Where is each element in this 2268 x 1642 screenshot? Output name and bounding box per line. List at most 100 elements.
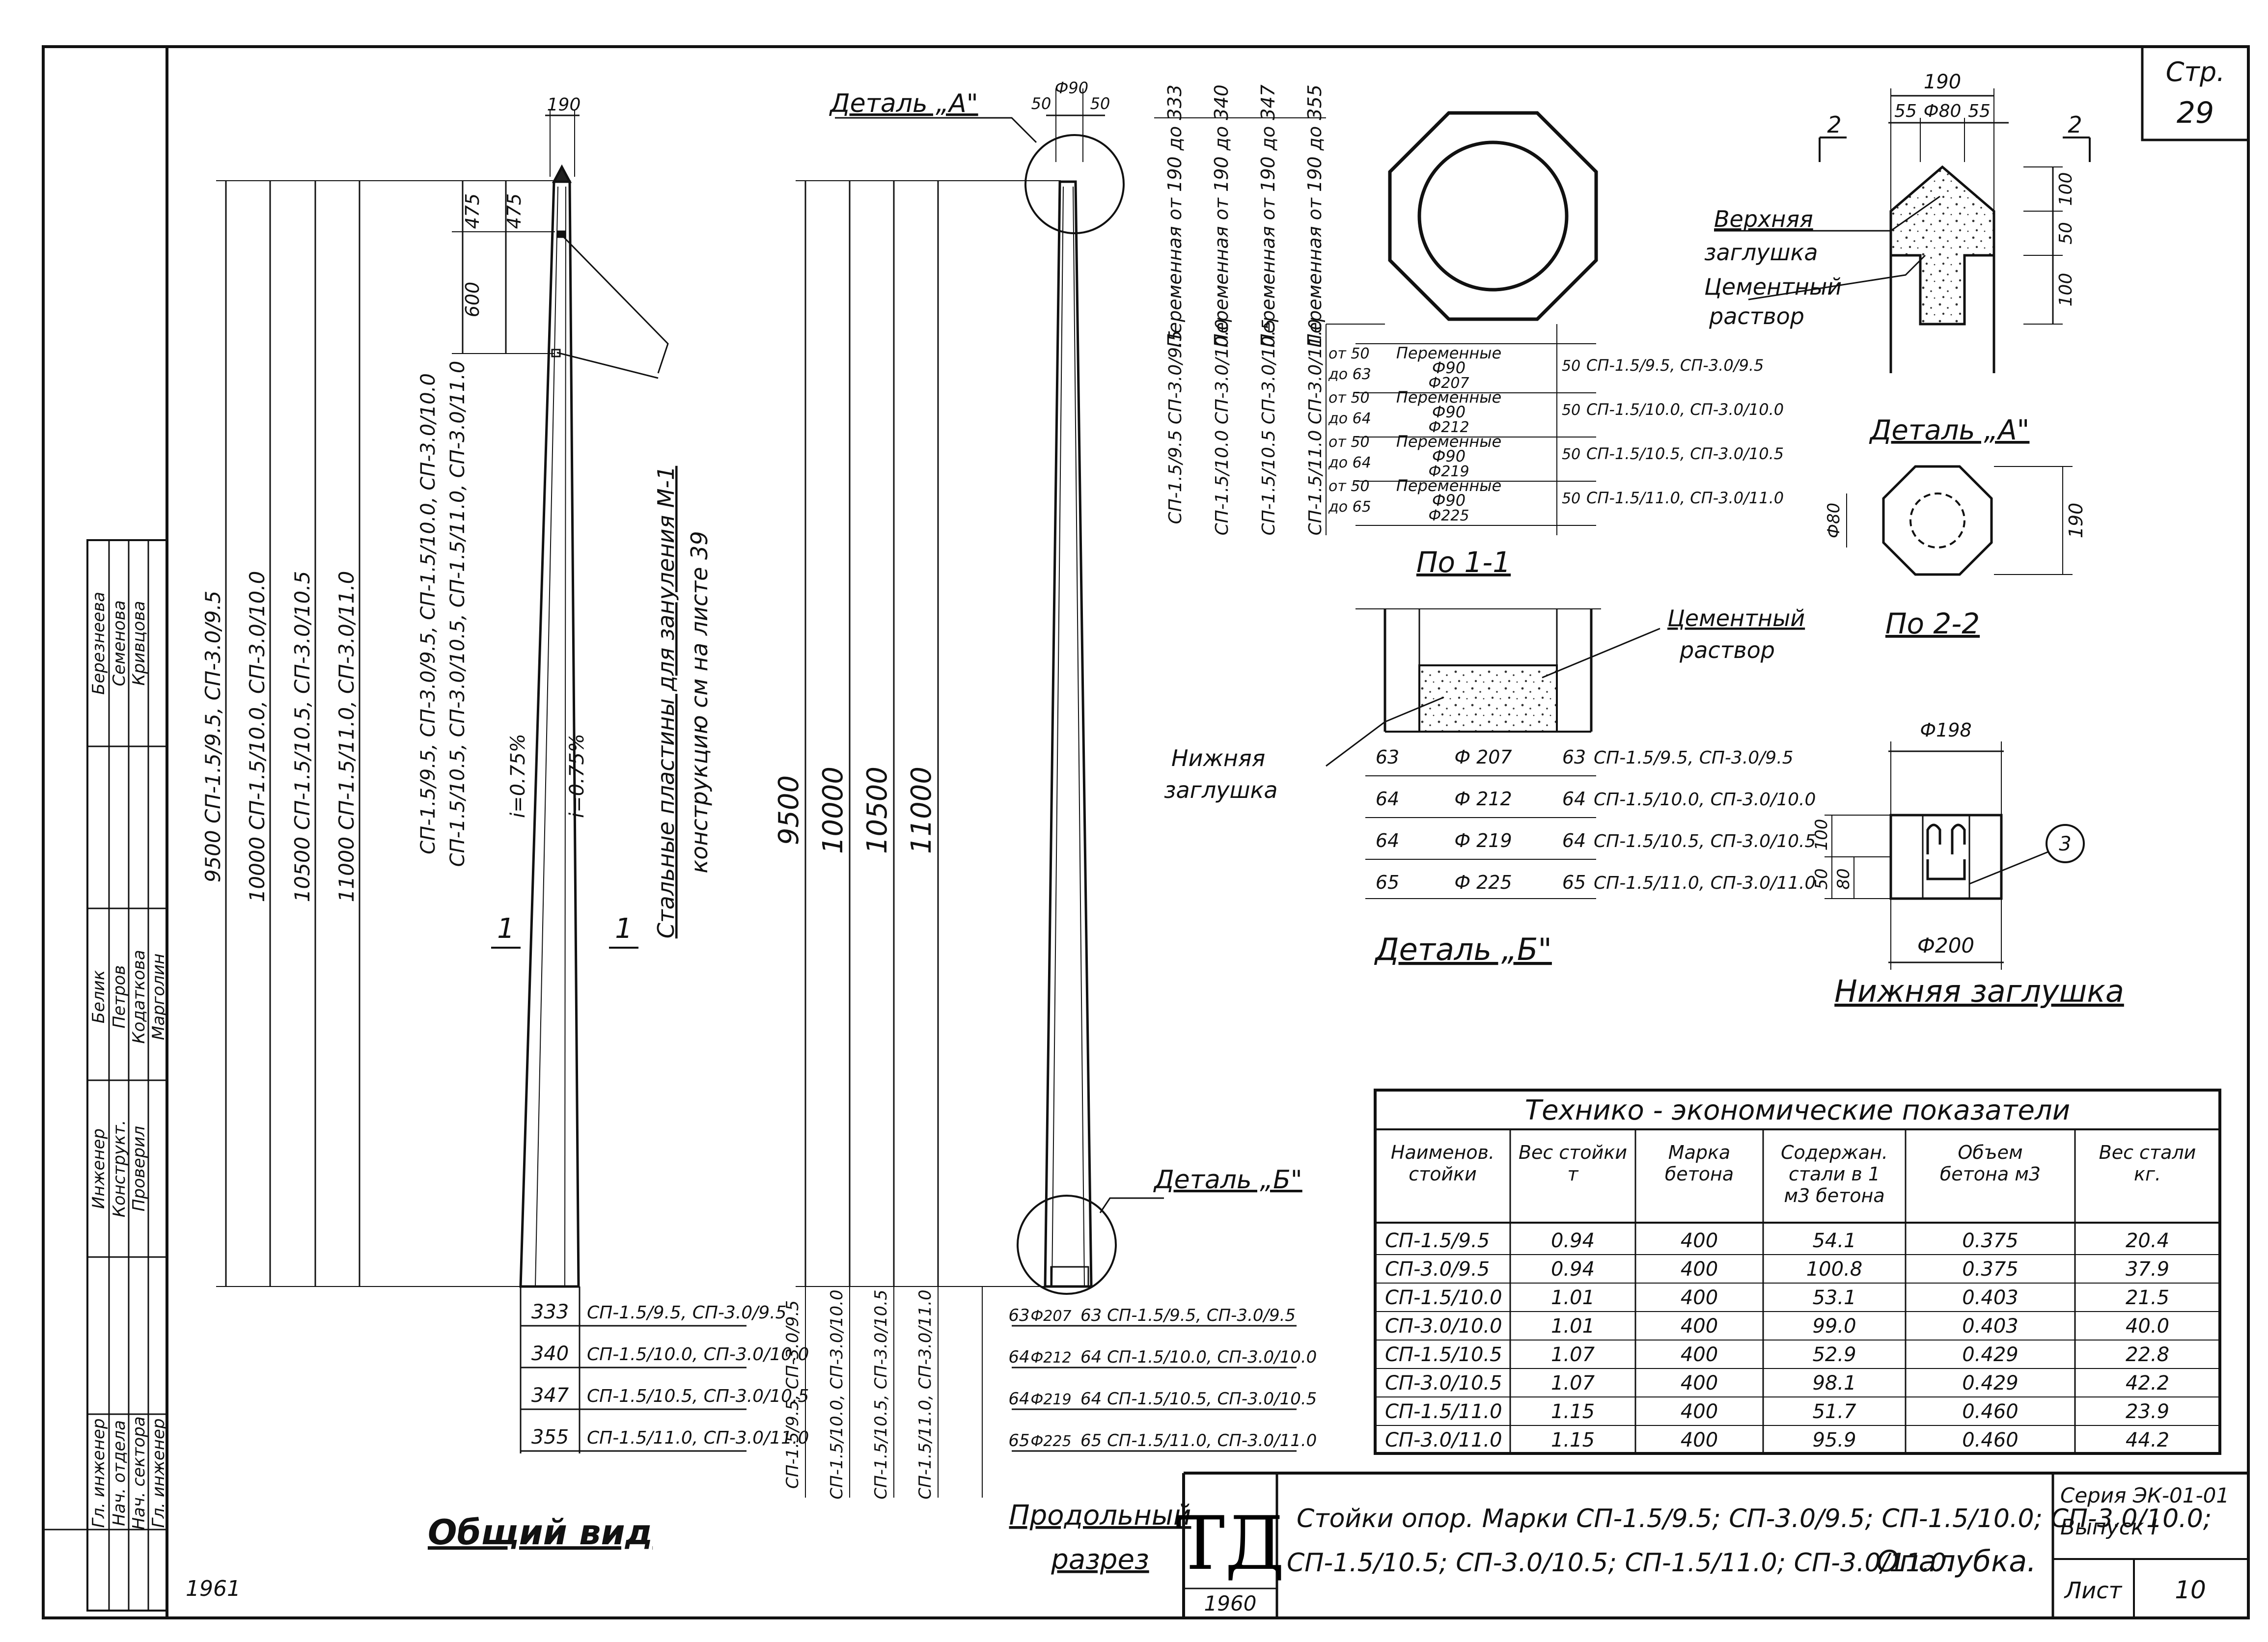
detail-b	[1326, 608, 1660, 899]
tech-table-cell: 54.1	[1812, 1230, 1856, 1252]
s11-row-from: от 50	[1328, 389, 1370, 407]
da-h-50: 50	[2056, 222, 2076, 245]
title-line-1: Стойки опор. Марки СП-1.5/9.5; СП-3.0/9.…	[1297, 1504, 2212, 1533]
tech-table-cell: 95.9	[1812, 1429, 1856, 1451]
signature-position: Инженер	[89, 1128, 109, 1209]
section-2-2	[1846, 465, 2073, 576]
ls-bottom-mark-3: СП-1.5/10.5, СП-3.0/10.5	[871, 1289, 891, 1499]
tech-table-cell: 400	[1681, 1429, 1718, 1451]
gv-note-line-1: Стальные пластины для зануления М-1	[653, 466, 679, 939]
da-width: 190	[1924, 71, 1961, 93]
ls-detail-a: Деталь „А"	[829, 89, 978, 118]
s11-row-marks: СП-1.5/11.0, СП-3.0/11.0	[1586, 489, 1784, 507]
gv-dim-600: 600	[462, 282, 483, 318]
s11-row-d2: Ф207	[1428, 375, 1469, 392]
ls-detail-b: Деталь „Б"	[1153, 1165, 1302, 1195]
stamp-year: 1960	[1204, 1591, 1257, 1615]
signature-role: Гл. инженер	[89, 1419, 109, 1528]
tech-table-cell: 52.9	[1812, 1343, 1856, 1366]
gv-bottom-dia: 355	[531, 1426, 569, 1449]
signature-position: Конструкт.	[110, 1120, 129, 1218]
signature-name: Петров	[110, 965, 129, 1029]
page-number-box: Стр. 29	[2141, 45, 2250, 141]
s11-row-from: от 50	[1328, 345, 1370, 362]
tech-table-row-name: СП-3.0/9.5	[1385, 1258, 1490, 1281]
s11-row-marks: СП-1.5/9.5, СП-3.0/9.5	[1586, 356, 1764, 375]
title-line-2: СП-1.5/10.5; СП-3.0/10.5; СП-1.5/11.0; С…	[1287, 1548, 1954, 1578]
tech-table-row-name: СП-3.0/10.0	[1385, 1315, 1502, 1338]
ls-bottom-thickness: 64	[1008, 1347, 1029, 1367]
da-cut-right: 2	[2068, 111, 2082, 138]
da-cut-left: 2	[1827, 111, 1841, 138]
ls-bottom-mark-1: СП-1.5/9.5, СП-3.0/9.5	[783, 1300, 802, 1489]
bc-bottom-dia: Ф200	[1917, 933, 1974, 958]
gv-slope-2: i=0.75%	[566, 734, 588, 818]
da-mortar-1: Цементный	[1704, 274, 1842, 300]
db-row-d: Ф 219	[1454, 830, 1512, 851]
s11-row-var: Переменные	[1396, 388, 1501, 407]
tech-table-cell: 0.375	[1962, 1230, 2019, 1252]
db-row-marks: СП-1.5/10.0, СП-3.0/10.0	[1594, 790, 1816, 810]
tech-table-cell: 98.1	[1812, 1372, 1856, 1395]
gv-top-width: 190	[547, 95, 581, 115]
s11-caption: По 1-1	[1416, 546, 1511, 579]
s11-row-d2: Ф225	[1428, 507, 1469, 524]
s22-caption: По 2-2	[1885, 607, 1980, 640]
tech-table-cell: 21.5	[2126, 1286, 2169, 1309]
tech-table-cell: 0.429	[1962, 1343, 2019, 1366]
s11-row-w: 50	[1562, 490, 1580, 507]
db-row-marks: СП-1.5/9.5, СП-3.0/9.5	[1594, 748, 1794, 768]
signature-role: Нач. отдела	[110, 1420, 129, 1526]
bc-callout: 3	[2059, 833, 2071, 855]
ls-bottom-dia: Ф225	[1030, 1433, 1071, 1450]
gv-marks-b: СП-1.5/10.5, СП-3.0/10.5, СП-1.5/11.0, С…	[446, 361, 469, 867]
section-1-1	[1154, 111, 1598, 535]
tech-table-cell: 23.9	[2126, 1400, 2169, 1423]
tech-table-row-name: СП-3.0/10.5	[1385, 1372, 1502, 1395]
gv-length-11000: 11000 СП-1.5/11.0, СП-3.0/11.0	[334, 571, 359, 903]
s11-var-4: Переменная от 190 до 355	[1304, 84, 1326, 348]
db-row-b: 63	[1562, 746, 1586, 768]
s11-row-w: 50	[1562, 446, 1580, 463]
tech-table-cell: 37.9	[2126, 1258, 2169, 1281]
tech-table-cell: 400	[1681, 1372, 1718, 1395]
signature-name: Кодаткова	[129, 950, 149, 1043]
gv-note-line-2: конструкцию см на листе 39	[686, 531, 713, 873]
bottom-cap-labels: Ф198 Ф200 100 50 80 3 Нижняя заглушка	[1812, 719, 2124, 1009]
tech-table-row-name: СП-1.5/9.5	[1385, 1230, 1490, 1252]
db-row-a: 65	[1376, 872, 1399, 893]
da-top-cap-2: заглушка	[1704, 239, 1818, 266]
general-view-labels: 190 475 475 600 9500 СП-1.5/9.5, СП-3.0/…	[201, 95, 713, 1553]
tech-table-cell: 0.94	[1551, 1230, 1595, 1252]
title-block-text: ТД 1960 Стойки опор. Марки СП-1.5/9.5; С…	[1176, 1483, 2229, 1615]
da-top-cap-1: Верхняя	[1714, 206, 1813, 232]
gv-bottom-marks: СП-1.5/11.0, СП-3.0/11.0	[587, 1428, 809, 1448]
ls-bottom-marks: 64 СП-1.5/10.5, СП-3.0/10.5	[1080, 1389, 1317, 1409]
tech-table-header: Наименов.стойки	[1391, 1142, 1494, 1185]
ls-bottom-marks: 64 СП-1.5/10.0, СП-3.0/10.0	[1080, 1347, 1317, 1367]
title-suffix: Опалубка.	[1876, 1544, 2036, 1579]
gv-dim-475-b: 475	[503, 193, 525, 229]
ls-bottom-dia: Ф212	[1030, 1349, 1071, 1367]
title-block	[1182, 1472, 2248, 1618]
ls-caption-2: разрез	[1051, 1544, 1149, 1576]
signature-name: Марголин	[149, 954, 168, 1040]
gv-bottom-dia: 333	[531, 1301, 569, 1323]
gv-length-9500: 9500 СП-1.5/9.5, СП-3.0/9.5	[201, 591, 225, 883]
ls-bottom-mark-2: СП-1.5/10.0, СП-3.0/10.0	[827, 1289, 847, 1499]
detail-a	[1714, 88, 2091, 373]
s11-var-1: Переменная от 190 до 333	[1164, 84, 1186, 348]
da-dim-55-left: 55	[1894, 101, 1917, 121]
signature-role: Нач. сектора	[129, 1416, 149, 1530]
signature-role: Гл. инженер	[149, 1419, 168, 1528]
gv-bottom-marks: СП-1.5/9.5, СП-3.0/9.5	[587, 1303, 787, 1323]
s11-left-mark-4: СП-1.5/11.0 СП-3.0/11.0	[1305, 319, 1326, 536]
da-h-100-top: 100	[2056, 172, 2076, 206]
signature-org: Березнеева	[89, 592, 109, 695]
long-section-labels: Деталь „А" Деталь „Б" 50 Ф90 50 9500 100…	[773, 79, 1302, 1576]
db-row-a: 64	[1376, 788, 1399, 810]
tech-table-cell: 40.0	[2126, 1315, 2169, 1338]
signature-org: Семенова	[110, 600, 129, 686]
s22-dia: Ф80	[1824, 503, 1844, 539]
